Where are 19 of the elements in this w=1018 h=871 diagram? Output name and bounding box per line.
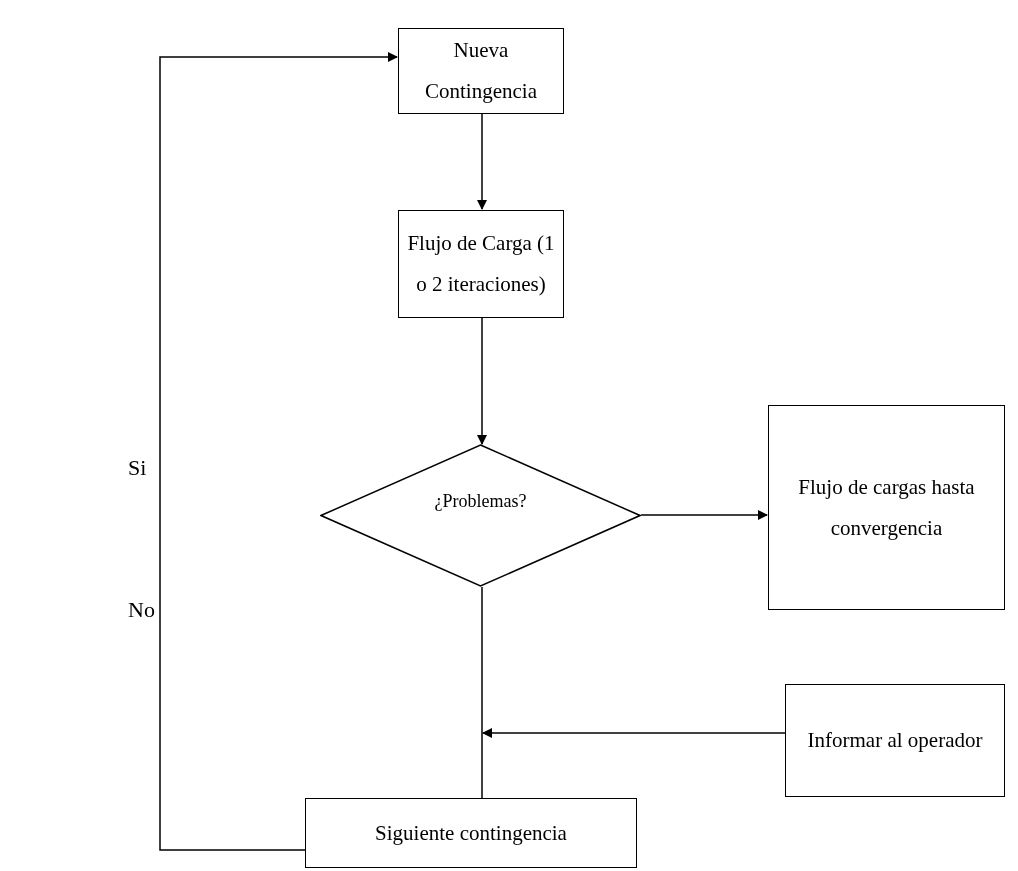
node-text: Nueva Contingencia [424,37,538,105]
node-text: Siguiente contingencia [374,819,568,847]
arrow [482,728,786,738]
node-text: ¿Problemas? [433,490,528,513]
process-box [768,405,1005,610]
arrow [477,317,487,445]
node-text: Flujo de cargas hasta convergencia [797,473,976,542]
decision-diamond [320,444,641,587]
arrow [159,52,398,851]
arrow [477,113,487,210]
branch-label: No [128,597,155,623]
branch-label: Si [128,455,147,481]
process-box [398,28,564,114]
node-text: Flujo de Carga (1 o 2 iteraciones) [406,230,556,298]
arrow [640,510,768,520]
process-box [305,798,637,868]
process-box [785,684,1005,797]
process-box [398,210,564,318]
node-text: Informar al operador [806,727,984,754]
